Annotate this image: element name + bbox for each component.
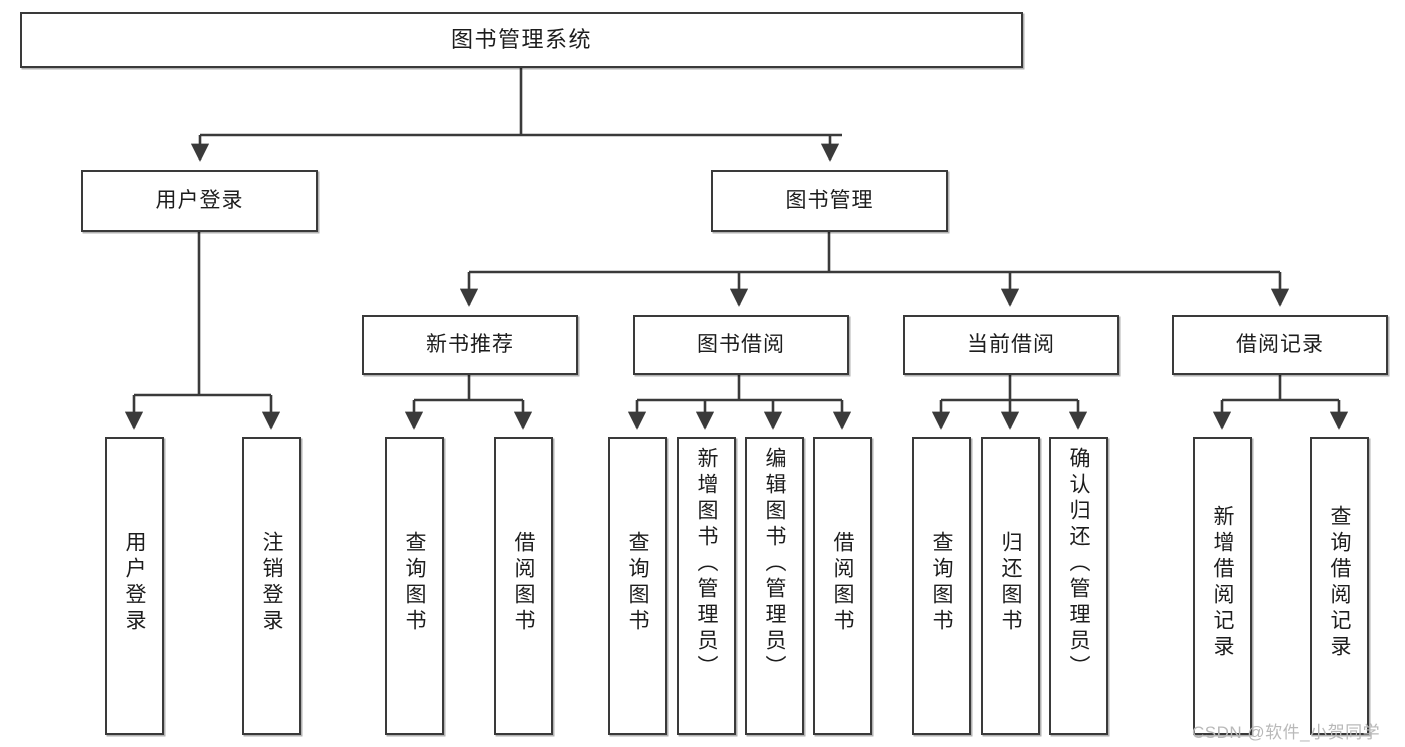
node-label: 当前借阅 [967, 332, 1055, 356]
node-label: 用户登录 [123, 531, 146, 635]
node-label: 查询图书 [403, 531, 426, 635]
node-label: 图书管理系统 [450, 27, 592, 53]
node-label: 查询图书 [626, 531, 649, 635]
node-borrow-record[interactable]: 借阅记录 [1172, 315, 1388, 375]
node-current-borrow[interactable]: 当前借阅 [903, 315, 1119, 375]
node-label: 图书管理 [785, 188, 874, 212]
node-label: 归还图书 [999, 531, 1022, 635]
node-label: 确认归还（管理员） [1067, 447, 1090, 681]
node-book-borrow[interactable]: 图书借阅 [633, 315, 849, 375]
node-book-management[interactable]: 图书管理 [711, 170, 948, 232]
leaf-current-borrow-query[interactable]: 查询图书 [912, 437, 971, 735]
leaf-new-book-borrow[interactable]: 借阅图书 [494, 437, 553, 735]
node-label: 编辑图书（管理员） [763, 447, 786, 681]
node-label: 新书推荐 [426, 332, 514, 356]
leaf-current-borrow-confirm-return[interactable]: 确认归还（管理员） [1049, 437, 1108, 735]
node-root-book-management-system[interactable]: 图书管理系统 [20, 12, 1023, 68]
node-label: 用户登录 [155, 188, 244, 212]
node-label: 借阅记录 [1236, 332, 1324, 356]
leaf-book-borrow-query[interactable]: 查询图书 [608, 437, 667, 735]
node-label: 注销登录 [260, 531, 283, 635]
node-label: 查询图书 [930, 531, 953, 635]
leaf-new-book-query[interactable]: 查询图书 [385, 437, 444, 735]
node-label: 查询借阅记录 [1328, 505, 1351, 661]
leaf-user-login-login[interactable]: 用户登录 [105, 437, 164, 735]
leaf-user-login-logout[interactable]: 注销登录 [242, 437, 301, 735]
leaf-book-borrow-edit[interactable]: 编辑图书（管理员） [745, 437, 804, 735]
leaf-book-borrow-add[interactable]: 新增图书（管理员） [677, 437, 736, 735]
csdn-watermark: CSDN @软件_小贺同学 [1192, 723, 1381, 742]
node-user-login[interactable]: 用户登录 [81, 170, 318, 232]
node-label: 新增图书（管理员） [695, 447, 718, 681]
leaf-book-borrow-borrow[interactable]: 借阅图书 [813, 437, 872, 735]
leaf-borrow-record-add[interactable]: 新增借阅记录 [1193, 437, 1252, 735]
node-label: 借阅图书 [512, 531, 535, 635]
leaf-borrow-record-query[interactable]: 查询借阅记录 [1310, 437, 1369, 735]
leaf-current-borrow-return[interactable]: 归还图书 [981, 437, 1040, 735]
node-label: 新增借阅记录 [1211, 505, 1234, 661]
node-label: 图书借阅 [697, 332, 785, 356]
node-label: 借阅图书 [831, 531, 854, 635]
node-new-book-recommend[interactable]: 新书推荐 [362, 315, 578, 375]
